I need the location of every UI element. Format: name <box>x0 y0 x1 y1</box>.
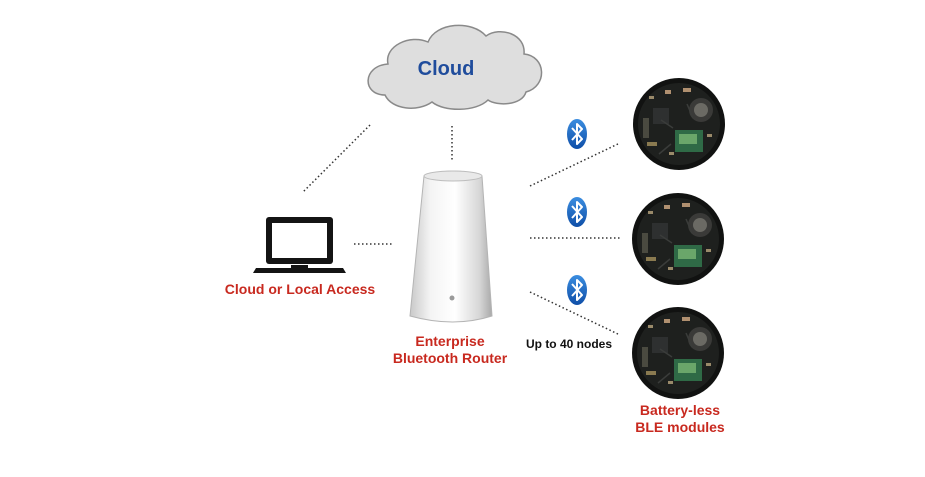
cloud-laptop-link <box>302 124 371 193</box>
bluetooth-icon <box>566 196 588 228</box>
laptop-label: Cloud or Local Access <box>224 281 376 297</box>
circuit-board-icon <box>631 306 725 400</box>
nodes-count-label: Up to 40 nodes <box>525 337 612 351</box>
router-module-3-link <box>529 291 621 336</box>
router-label-line2: Bluetooth Router <box>392 350 508 366</box>
router-label-line1: Enterprise <box>415 333 485 349</box>
router-module-1-link <box>529 142 621 187</box>
modules-label-line1: Battery-less <box>639 402 721 418</box>
circuit-board-icon <box>631 192 725 286</box>
modules-label-line2: BLE modules <box>635 419 725 435</box>
bluetooth-icon <box>566 274 588 306</box>
cloud-shape <box>367 24 543 110</box>
circuit-board-icon <box>632 77 726 171</box>
laptop-icon <box>253 217 346 273</box>
router-icon <box>409 170 493 323</box>
cloud-label: Cloud <box>417 58 475 80</box>
bluetooth-icon <box>566 118 588 150</box>
